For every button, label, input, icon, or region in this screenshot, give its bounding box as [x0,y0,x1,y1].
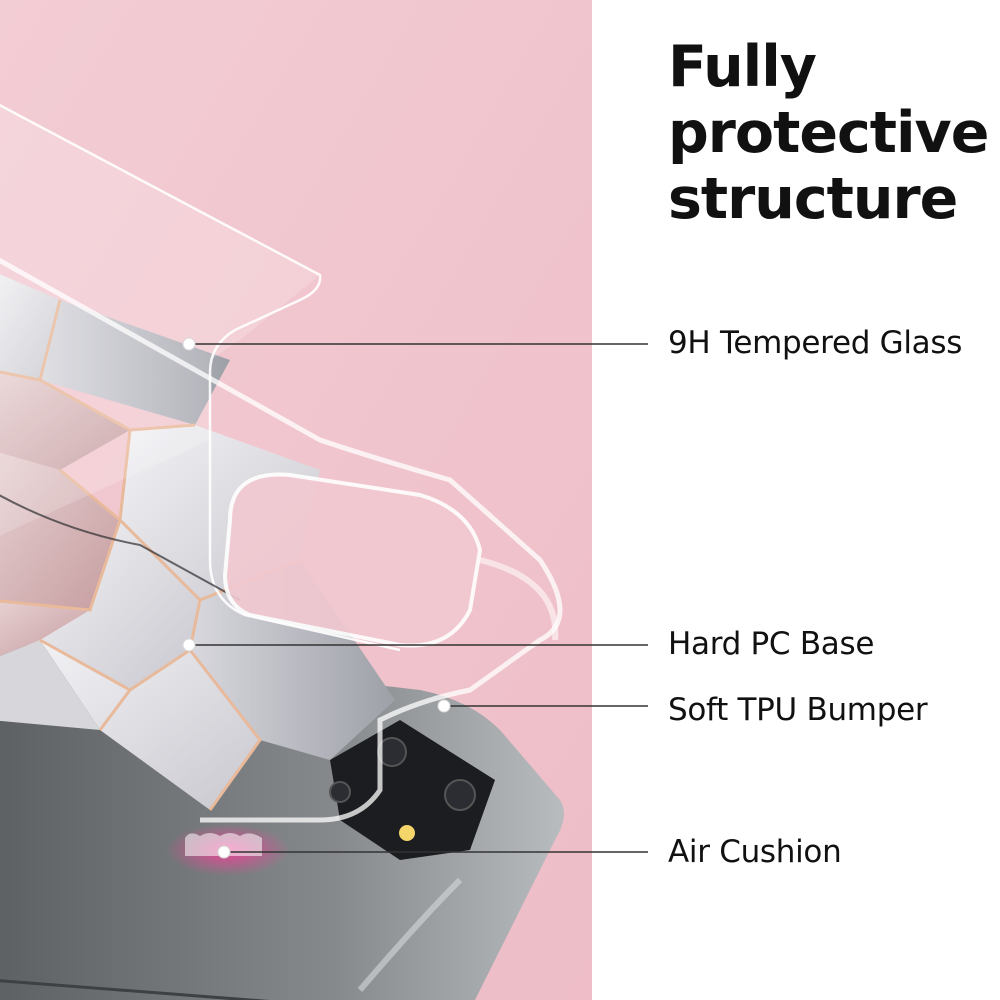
camera-cutout [222,472,483,648]
camera-module [330,720,495,860]
callout-tempered-glass: 9H Tempered Glass [668,325,963,361]
clear-case-frame [0,257,563,823]
title-line-1: Fully [668,34,817,100]
text-panel [592,0,1000,1000]
phone-highlight [357,877,463,992]
tempered-glass-edge [0,103,401,652]
product-photo [0,0,592,1000]
callout-soft-tpu-bumper: Soft TPU Bumper [668,692,928,728]
air-cushion-bumps [185,833,262,856]
case-corner-bumper [479,557,559,641]
title-line-3: structure [668,166,958,232]
title-line-2: protective [668,100,989,166]
page-title: Fully protective structure [668,34,998,232]
phone-edge [0,979,270,1000]
callout-hard-pc-base: Hard PC Base [668,626,875,662]
camera-lens-left [329,781,351,803]
marble-back-panel [0,274,395,810]
glass-inner-edge [0,494,241,601]
camera-flash [399,825,415,841]
callout-air-cushion: Air Cushion [668,834,842,870]
camera-lens-right [444,779,476,811]
phone-case-illustration [0,0,592,1000]
tempered-glass-sheet [0,105,320,536]
